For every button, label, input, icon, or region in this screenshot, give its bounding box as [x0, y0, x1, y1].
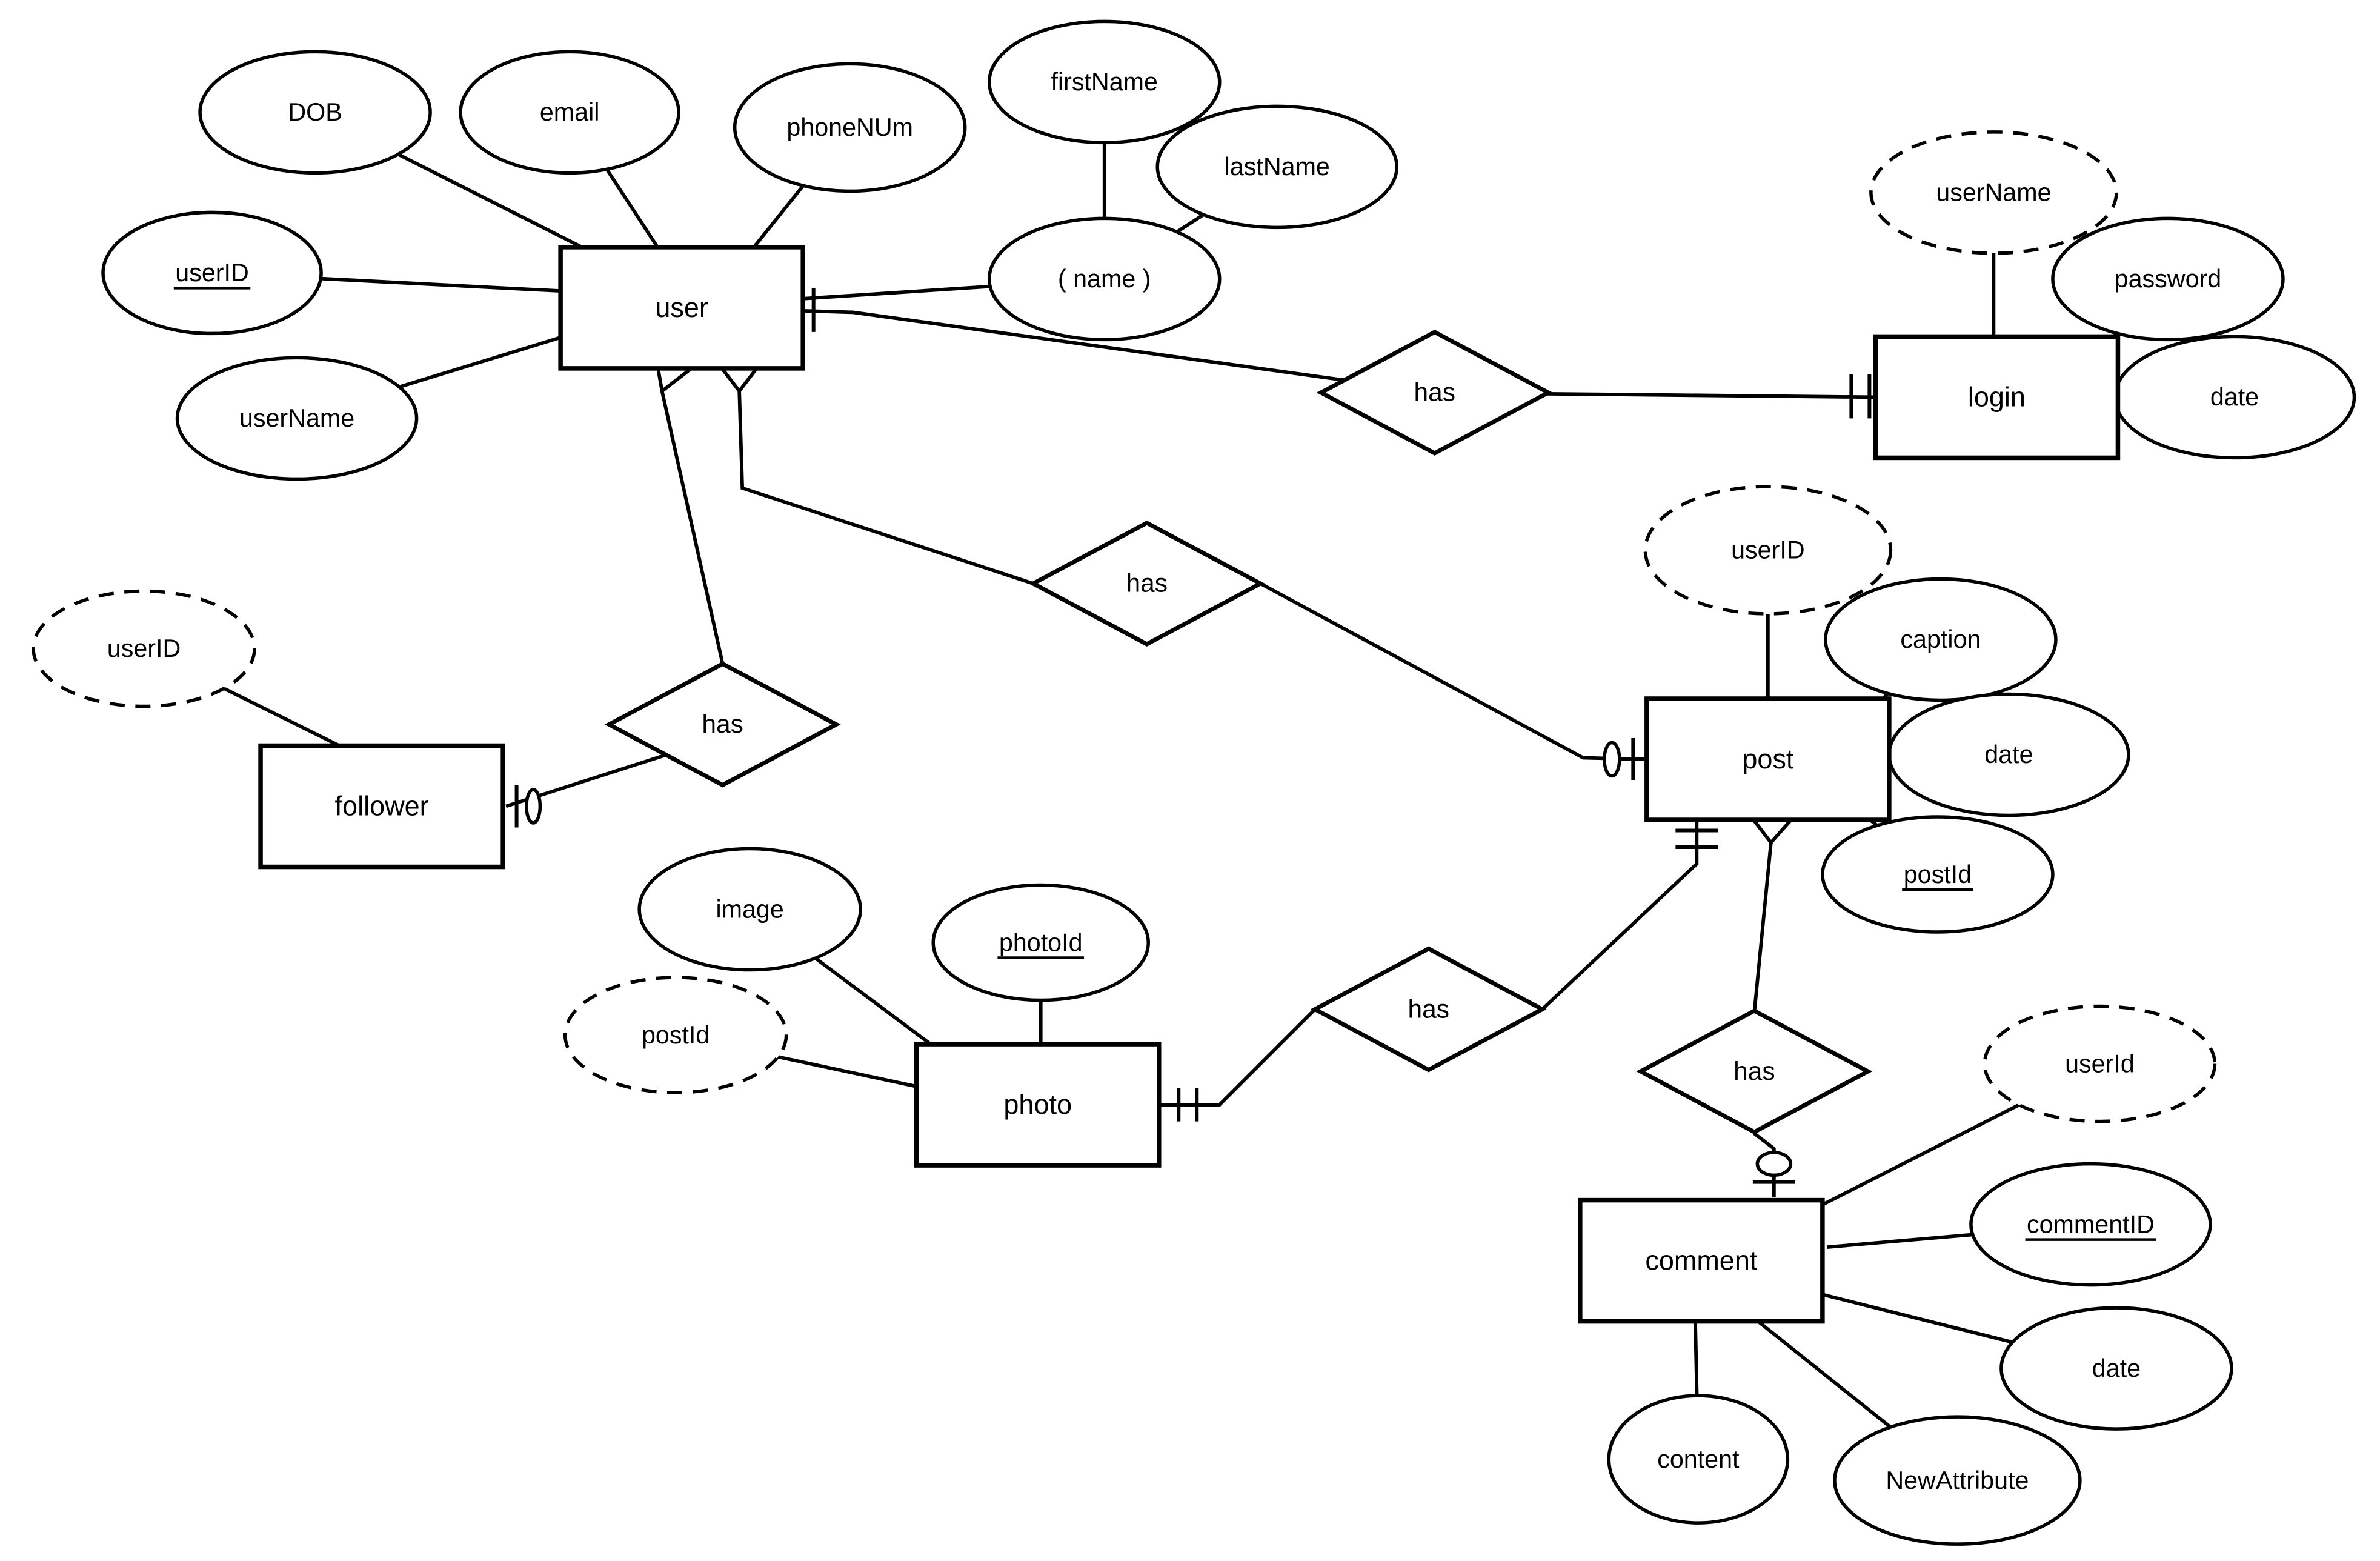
attribute-ellipse-new-attribute — [1833, 1415, 2082, 1546]
attribute-label-user-id-post: userID — [1731, 536, 1805, 564]
attribute-ellipse-image — [637, 847, 862, 972]
attribute-label-photo-id: photoId — [999, 928, 1083, 956]
cardinality-markers-layer — [514, 288, 1872, 1184]
attribute-ellipse-last-name — [1155, 104, 1399, 230]
relationship-diamond-has-post-comment — [1636, 1008, 1873, 1135]
entity-box-login — [1873, 334, 2121, 461]
labels-layer: DOB email phoneNUm firstName lastName ( name … — [107, 68, 2259, 1494]
entity-label-login: login — [1968, 381, 2026, 412]
attribute-label-new-attribute: NewAttribute — [1886, 1466, 2029, 1494]
attribute-ellipse-user-id-follower — [32, 589, 256, 708]
edge-user-fork1-stem — [660, 390, 725, 665]
attribute-ellipse-user-name-user — [175, 356, 419, 481]
relationship-diamond-has-user-post — [1028, 520, 1265, 647]
attribute-label-user-name-user: userName — [239, 404, 354, 432]
attribute-ellipse-user-id-post — [1643, 485, 1893, 616]
attribute-label-caption: caption — [1900, 625, 1981, 653]
attribute-label-user-name-login: userName — [1936, 179, 2051, 207]
attribute-label-user-id-comment: userId — [2065, 1050, 2135, 1077]
entity-label-comment: comment — [1645, 1245, 1758, 1276]
attribute-label-date-login: date — [2210, 383, 2259, 411]
attribute-ellipse-dob — [198, 50, 432, 175]
edge-haspost-post — [1259, 582, 1646, 761]
attribute-ellipse-comment-id — [1969, 1162, 2212, 1287]
shapes-layer — [32, 19, 2356, 1546]
edge-hasphotopost-photo — [1158, 1008, 1317, 1107]
relationship-label-has-user-login: has — [1414, 379, 1456, 407]
attribute-label-comment-id: commentID — [2027, 1210, 2155, 1238]
attribute-label-post-id-photo: postId — [642, 1021, 710, 1049]
attribute-label-image: image — [716, 895, 783, 923]
entity-box-follower — [258, 743, 505, 870]
cardinality-circle-comment-circle — [1755, 1151, 1793, 1177]
entity-box-comment — [1578, 1197, 1825, 1324]
relationship-diamond-has-user-follower — [604, 661, 841, 788]
attribute-ellipse-date-comment — [1999, 1306, 2233, 1431]
relationship-label-has-photo-post: has — [1408, 995, 1450, 1023]
edge-post-hasphotopost — [1541, 820, 1699, 1011]
entity-label-user: user — [655, 292, 708, 323]
relationship-label-has-user-follower: has — [702, 710, 743, 739]
attribute-ellipse-user-name-login — [1869, 130, 2118, 255]
entity-label-follower: follower — [335, 791, 429, 822]
attribute-label-last-name: lastName — [1225, 153, 1330, 181]
relationship-diamond-has-user-login — [1316, 329, 1553, 456]
entity-box-user — [558, 245, 805, 371]
attribute-ellipse-content — [1607, 1394, 1790, 1525]
relationship-diamond-has-photo-post — [1310, 946, 1547, 1073]
attribute-label-post-id-post: postId — [1904, 860, 1972, 888]
attribute-ellipse-password — [2051, 216, 2285, 342]
attribute-label-content: content — [1657, 1445, 1740, 1473]
entity-box-photo — [914, 1042, 1162, 1168]
attribute-ellipse-user-id-comment — [1983, 1004, 2217, 1123]
attribute-ellipse-post-id-photo — [563, 976, 788, 1094]
edge-user-fork2-stem — [737, 391, 1034, 585]
relationship-label-has-user-post: has — [1126, 570, 1168, 598]
attribute-label-date-comment: date — [2092, 1354, 2141, 1382]
attribute-label-email: email — [540, 98, 600, 126]
attribute-ellipse-post-id-post — [1821, 815, 2055, 934]
attribute-label-name: ( name ) — [1058, 265, 1151, 293]
entity-box-post — [1644, 696, 1892, 822]
attribute-label-dob: DOB — [288, 98, 342, 126]
attribute-ellipse-email — [459, 50, 680, 175]
attribute-ellipse-user-id-user — [101, 210, 323, 336]
attribute-ellipse-photo-id — [931, 883, 1150, 1002]
cardinality-circle-post-left-circle — [1603, 741, 1621, 778]
attribute-label-user-id-follower: userID — [107, 634, 181, 662]
entity-label-photo: photo — [1003, 1089, 1072, 1120]
edge-user-has-login — [803, 309, 1876, 399]
attribute-ellipse-caption — [1824, 577, 2058, 702]
entity-label-post: post — [1742, 744, 1794, 774]
relationship-label-has-post-comment: has — [1733, 1057, 1775, 1086]
attribute-label-password: password — [2115, 265, 2222, 293]
attribute-ellipse-name — [987, 216, 1222, 342]
attribute-label-date-post: date — [1984, 741, 2033, 768]
edge-post-fork-stem — [1752, 842, 1773, 1013]
attribute-label-first-name: firstName — [1051, 68, 1157, 96]
attribute-label-phone-num: phoneNUm — [786, 113, 913, 141]
cardinality-circle-follower-circle — [525, 788, 542, 825]
attribute-ellipse-first-name — [987, 19, 1222, 145]
attribute-label-user-id-user: userID — [175, 259, 249, 287]
attribute-ellipse-phone-num — [733, 62, 967, 193]
